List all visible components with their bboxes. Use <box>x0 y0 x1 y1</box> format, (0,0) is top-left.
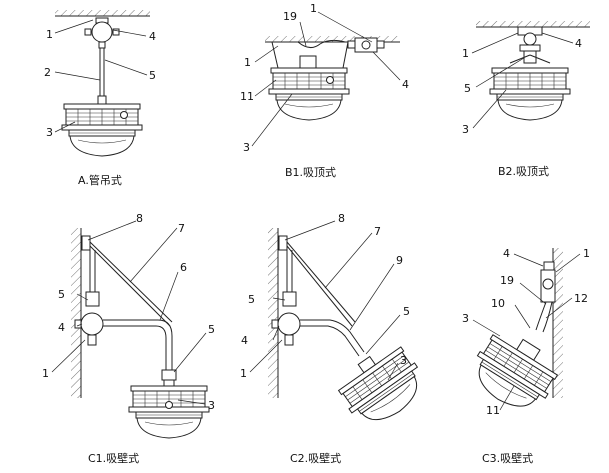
label-c2-8: 8 <box>338 212 345 225</box>
label-a-5: 5 <box>149 69 156 82</box>
label-c2-4: 4 <box>241 334 248 347</box>
label-c3-4: 4 <box>503 247 510 260</box>
label-c1-3: 3 <box>208 399 215 412</box>
label-c1-5: 5 <box>58 288 65 301</box>
label-b1-1: 1 <box>244 56 251 69</box>
label-b2-3: 3 <box>462 123 469 136</box>
diagram-c3-wall: 4 1 19 12 10 3 11 C3.吸壁式 <box>462 247 590 465</box>
caption-a: A.管吊式 <box>78 173 122 187</box>
label-b1-4: 4 <box>402 78 409 91</box>
diagram-b2-ceiling: 1 4 1 5 3 B2.吸顶式 <box>462 21 590 178</box>
label-c1-7: 7 <box>178 222 185 235</box>
label-c3-11: 11 <box>486 404 500 417</box>
label-c1-6: 6 <box>180 261 187 274</box>
label-c1-8: 8 <box>136 212 143 225</box>
label-b1-11: 11 <box>240 90 254 103</box>
label-c1-1: 1 <box>42 367 49 380</box>
label-b2-4: 4 <box>575 37 582 50</box>
label-a-2: 2 <box>44 66 51 79</box>
diagram-a-pendant: 1 4 2 5 3 A.管吊式 <box>44 10 156 187</box>
label-a-4: 4 <box>149 30 156 43</box>
caption-c1: C1.吸壁式 <box>88 451 139 465</box>
label-b1-3: 3 <box>243 141 250 154</box>
label-b2-1: 1 <box>462 47 469 60</box>
label-b1-19: 19 <box>283 10 297 23</box>
caption-b1: B1.吸顶式 <box>285 166 336 179</box>
label-b1-1-top: 1 <box>310 2 317 15</box>
label-c3-12: 12 <box>574 292 588 305</box>
label-c3-19: 19 <box>500 274 514 287</box>
diagram-b1-ceiling: 19 1 1 11 4 3 B1.吸顶式 <box>240 2 409 179</box>
label-b2-5: 5 <box>464 82 471 95</box>
label-c2-7: 7 <box>374 225 381 238</box>
label-c1-5b: 5 <box>208 323 215 336</box>
label-c2-1: 1 <box>240 367 247 380</box>
label-c3-3: 3 <box>462 312 469 325</box>
label-c2-3: 3 <box>400 354 407 367</box>
caption-b2: B2.吸顶式 <box>498 165 549 178</box>
diagram-c2-wall: 8 7 9 5 4 1 5 3 C2.吸壁式 <box>240 212 433 465</box>
label-a-1: 1 <box>46 28 53 41</box>
caption-c2: C2.吸壁式 <box>290 451 341 465</box>
label-c2-5: 5 <box>248 293 255 306</box>
label-c2-9: 9 <box>396 254 403 267</box>
caption-c3: C3.吸壁式 <box>482 451 533 465</box>
label-c3-1: 1 <box>583 247 590 260</box>
label-c2-5b: 5 <box>403 305 410 318</box>
label-c1-4: 4 <box>58 321 65 334</box>
diagram-c1-wall: 8 7 6 5 4 1 5 3 C1.吸壁式 <box>42 212 215 465</box>
label-a-3: 3 <box>46 126 53 139</box>
label-c3-10: 10 <box>491 297 505 310</box>
